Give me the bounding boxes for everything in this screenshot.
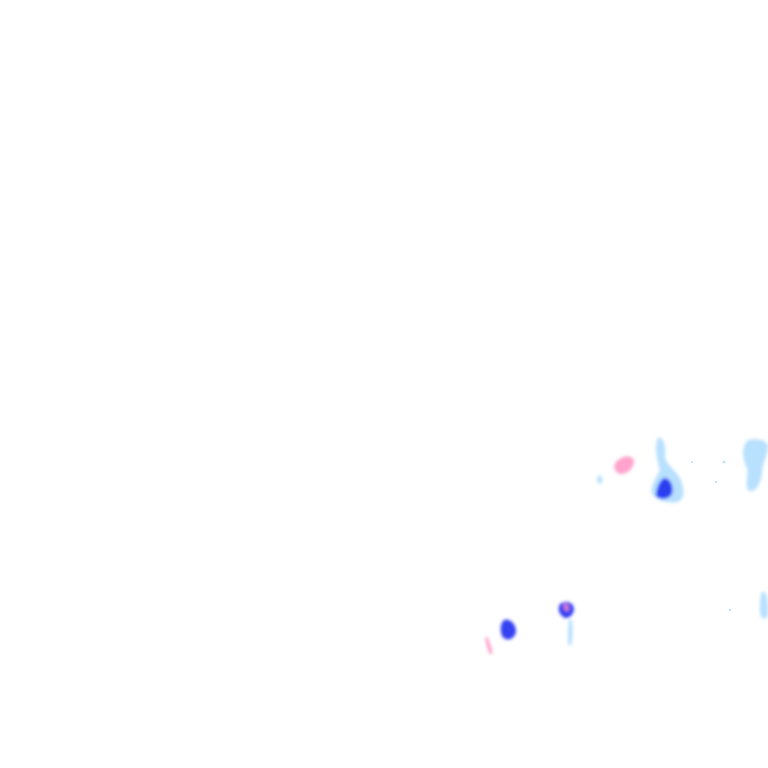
echo-cell-d: [743, 439, 768, 492]
echo-cell-a-core: [656, 478, 673, 499]
echo-cell-b: [614, 456, 634, 474]
echo-cell-e-mix: [563, 603, 569, 612]
echo-cell-i: [760, 591, 768, 619]
echo-cell-c: [597, 475, 603, 484]
echo-cell-h: [568, 618, 573, 646]
echo-speck: [714, 480, 718, 484]
echo-cell-f: [500, 619, 516, 640]
echo-speck: [691, 461, 693, 463]
echo-cell-g: [485, 636, 493, 655]
echo-speck: [722, 460, 726, 464]
echo-speck: [728, 608, 732, 612]
